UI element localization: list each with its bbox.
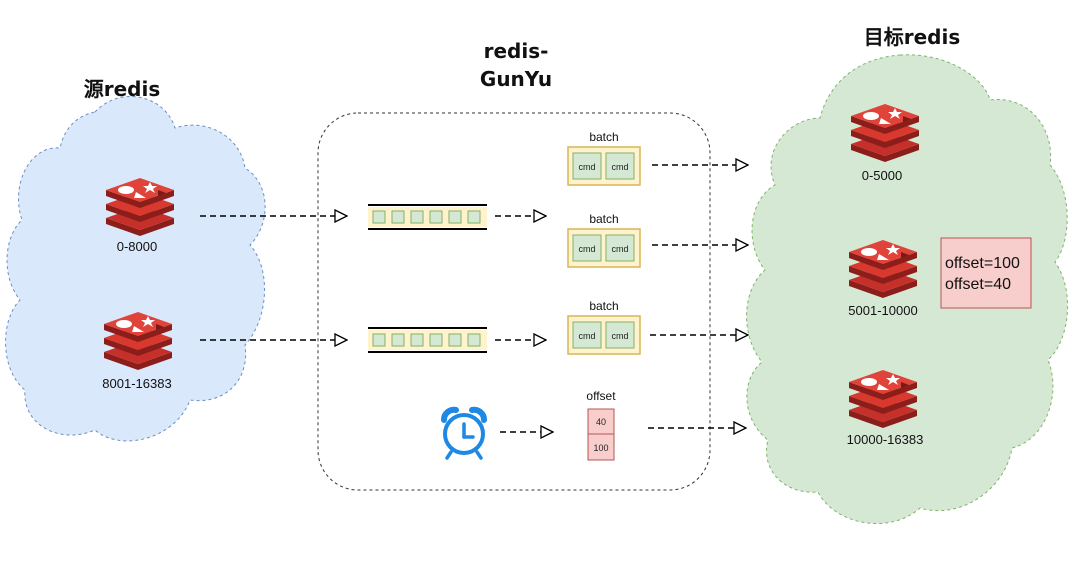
cmd-label: cmd <box>611 331 628 341</box>
redis-icon <box>849 370 917 428</box>
source-title: 源redis <box>84 77 161 101</box>
offset-stack <box>587 408 615 461</box>
batch-box <box>567 315 641 355</box>
cmd-label: cmd <box>578 244 595 254</box>
cmd-label: cmd <box>578 162 595 172</box>
queue <box>368 327 487 353</box>
offset-value: 100 <box>593 443 608 453</box>
redis-icon <box>106 178 174 236</box>
cmd-label: cmd <box>611 162 628 172</box>
target-node-label: 5001-10000 <box>848 303 917 318</box>
offset-note-line: offset=100 <box>945 255 1020 272</box>
batch-box <box>567 146 641 186</box>
cmd-label: cmd <box>578 331 595 341</box>
batch-box <box>567 228 641 268</box>
middle-title-line1: redis- <box>484 39 549 63</box>
offset-note-line: offset=40 <box>945 276 1011 293</box>
target-title: 目标redis <box>864 25 961 49</box>
middle-title-line2: GunYu <box>480 67 552 91</box>
gunyu-container <box>317 112 711 491</box>
batch-label: batch <box>589 130 618 144</box>
source-node-label: 8001-16383 <box>102 376 171 391</box>
source-node-label: 0-8000 <box>117 239 157 254</box>
redis-icon <box>851 104 919 162</box>
batch-label: batch <box>589 299 618 313</box>
queue <box>368 204 487 230</box>
offset-label: offset <box>586 389 616 403</box>
alarm-clock-icon <box>441 406 487 460</box>
batch-label: batch <box>589 212 618 226</box>
offset-note-box <box>940 237 1032 309</box>
cmd-label: cmd <box>611 244 628 254</box>
offset-value: 40 <box>596 417 606 427</box>
source-cloud <box>5 96 266 442</box>
target-node-label: 0-5000 <box>862 168 902 183</box>
redis-icon <box>104 312 172 370</box>
target-node-label: 10000-16383 <box>847 432 924 447</box>
redis-icon <box>849 240 917 298</box>
